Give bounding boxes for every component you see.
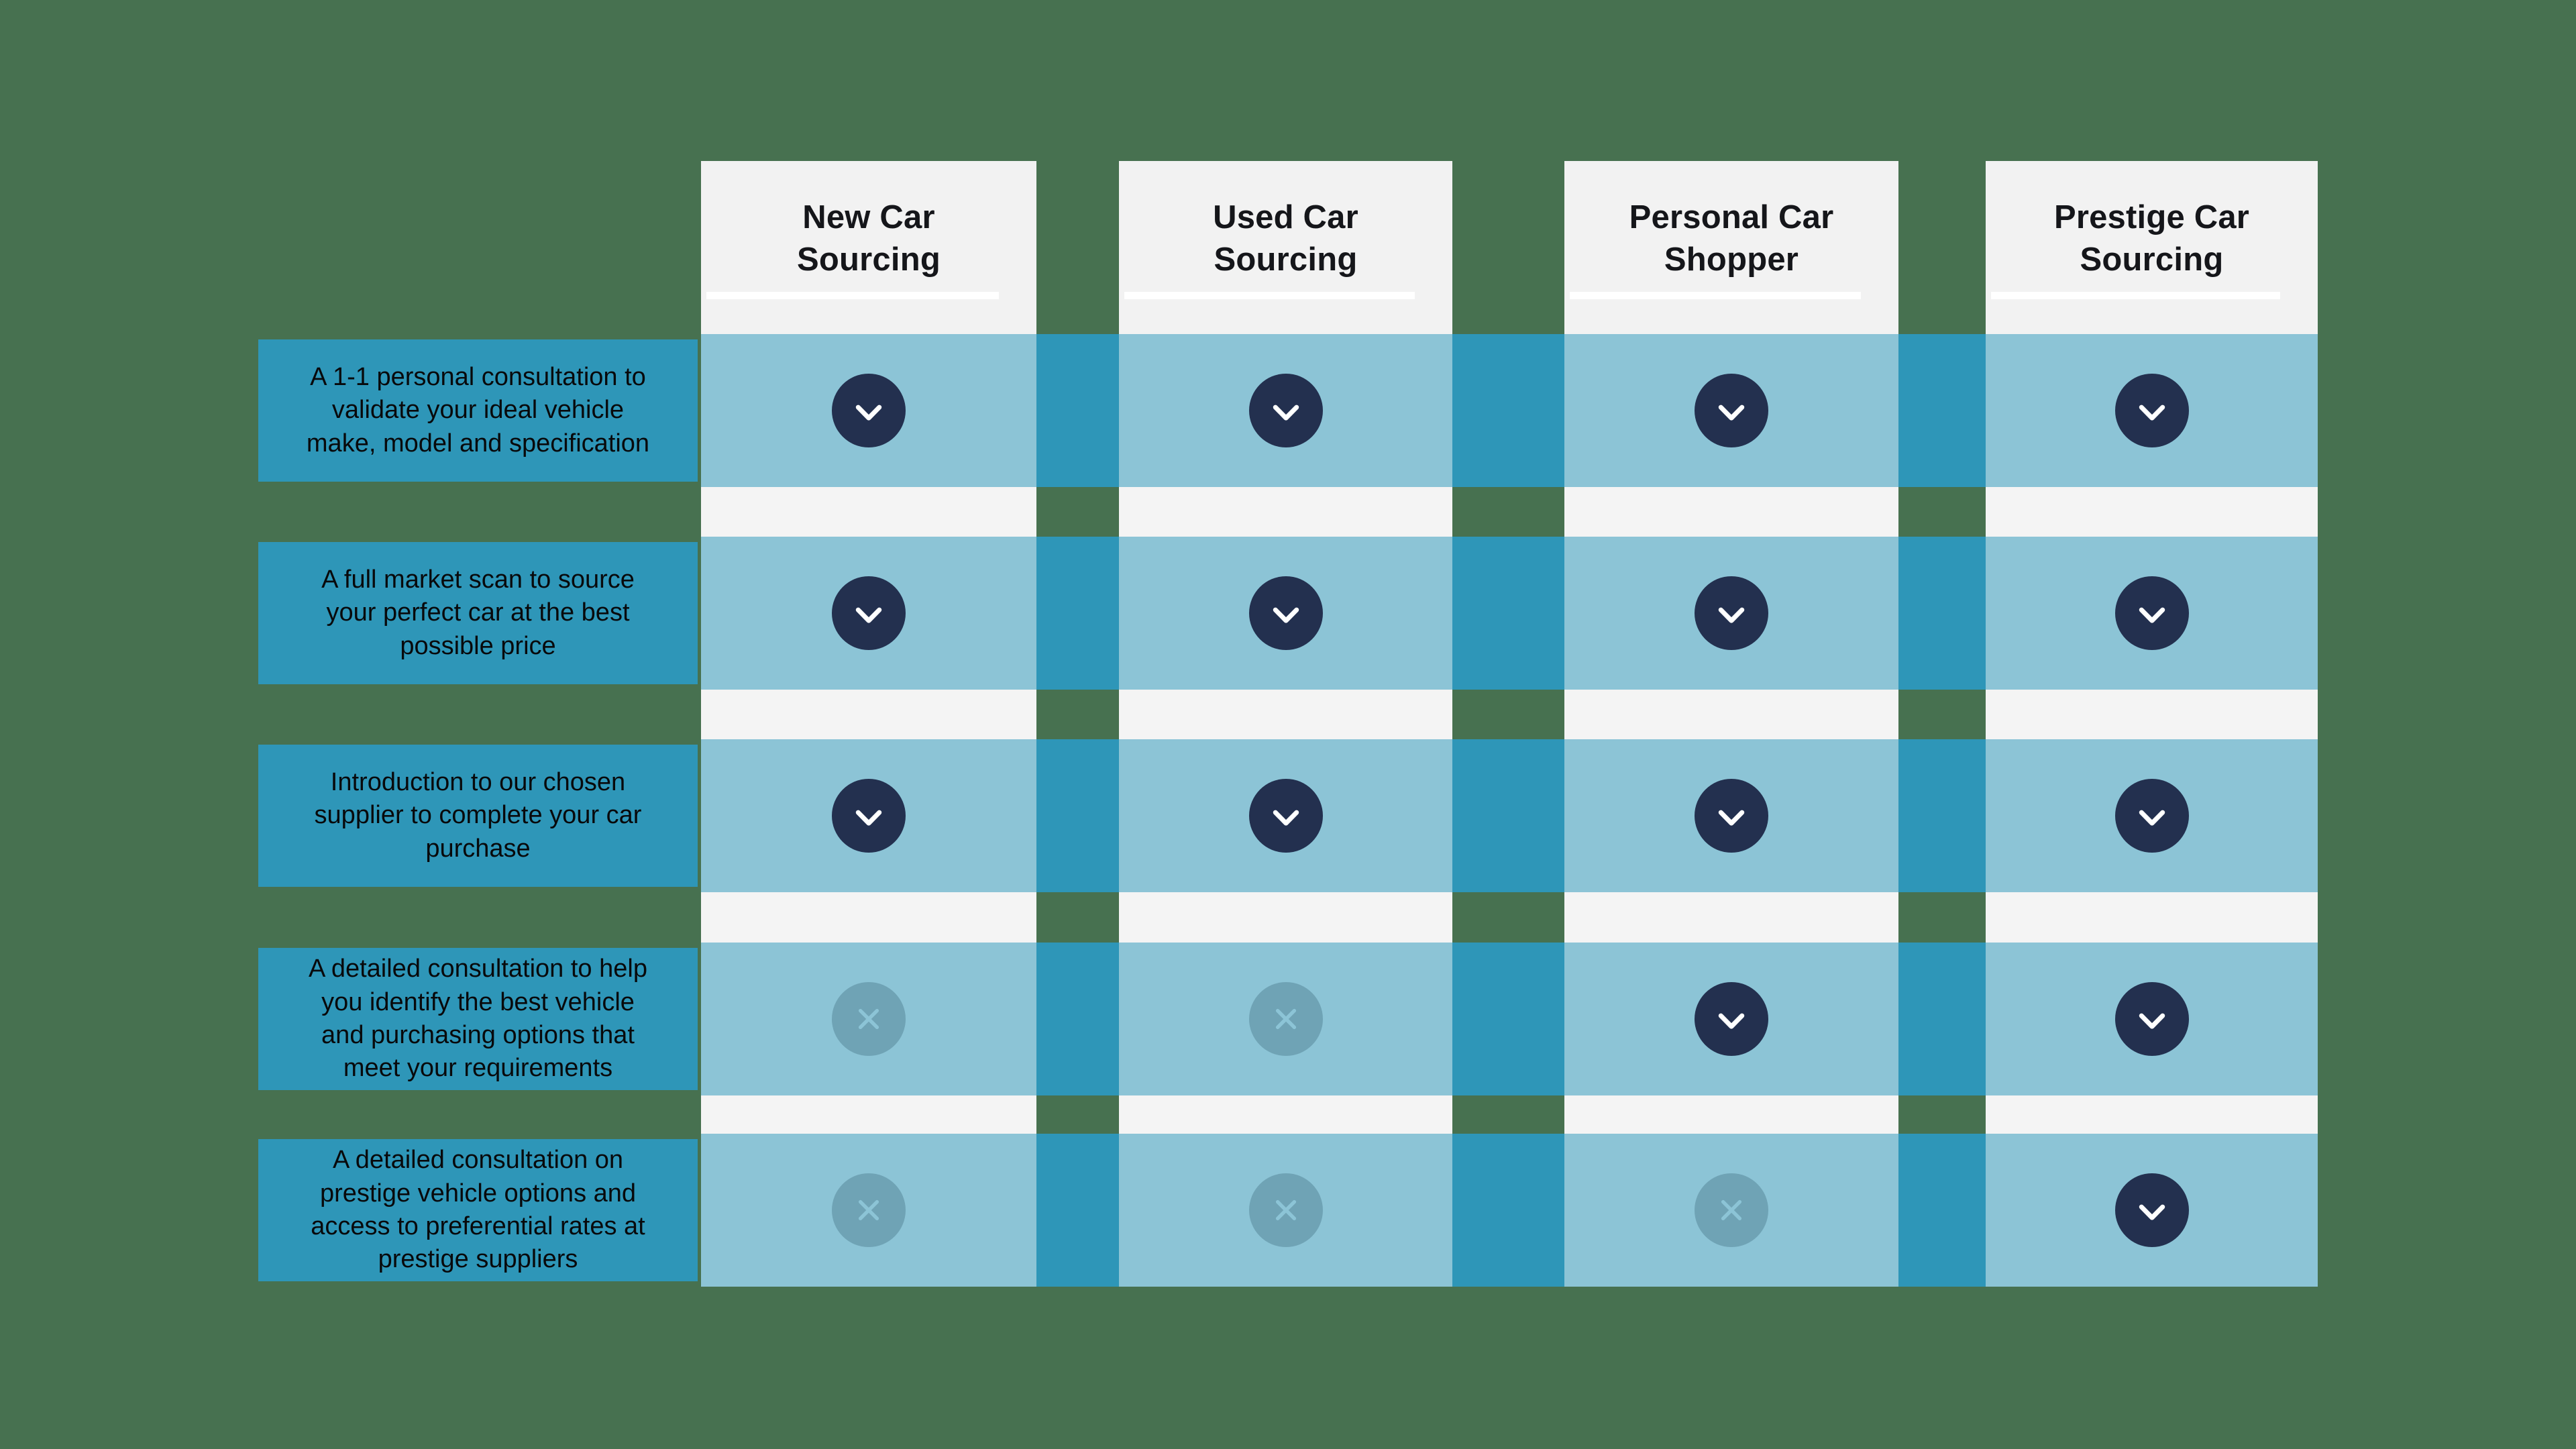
cell-prestige-consultation-rates-prestige-car-sourcing[interactable] <box>2114 1173 2189 1247</box>
column-header-used-car-sourcing[interactable]: Used Car Sourcing <box>1119 161 1452 334</box>
column-gap-inter-row <box>1452 892 1564 943</box>
column-header-underline <box>1124 292 1415 299</box>
column-header-personal-car-shopper[interactable]: Personal Car Shopper <box>1564 161 1898 334</box>
column-header-underline <box>1570 292 1861 299</box>
row-label-text: A detailed consultation on prestige vehi… <box>311 1146 645 1274</box>
check-icon <box>1695 374 1768 447</box>
check-icon <box>2114 982 2189 1056</box>
column-gap-strip <box>1452 537 1564 690</box>
column-gap-strip <box>1452 1134 1564 1287</box>
check-icon <box>2114 374 2189 447</box>
column-header-title: Personal Car Shopper <box>1629 199 1834 278</box>
cell-full-market-scan-used-car-sourcing[interactable] <box>1248 576 1323 650</box>
cell-prestige-consultation-rates-new-car-sourcing[interactable] <box>832 1173 906 1247</box>
cell-prestige-consultation-rates-used-car-sourcing[interactable] <box>1248 1173 1323 1247</box>
row-label-supplier-introduction: Introduction to our chosen supplier to c… <box>258 745 698 887</box>
check-icon <box>1695 779 1768 853</box>
column-gap-inter-row <box>1898 487 1986 537</box>
row-label-text: Introduction to our chosen supplier to c… <box>314 767 642 863</box>
cell-consultation-validate-vehicle-new-car-sourcing[interactable] <box>832 374 906 447</box>
check-icon <box>2114 779 2189 853</box>
cell-full-market-scan-personal-car-shopper[interactable] <box>1695 576 1768 650</box>
cell-supplier-introduction-used-car-sourcing[interactable] <box>1248 779 1323 853</box>
check-icon <box>1695 982 1768 1056</box>
check-icon <box>1248 779 1323 853</box>
row-label-prestige-consultation-rates: A detailed consultation on prestige vehi… <box>258 1139 698 1281</box>
column-header-underline <box>1991 292 2280 299</box>
check-icon <box>832 374 906 447</box>
cross-icon <box>832 1173 906 1247</box>
column-header-underline <box>706 292 999 299</box>
column-gap-strip <box>1452 943 1564 1095</box>
cross-icon <box>832 982 906 1056</box>
cell-supplier-introduction-new-car-sourcing[interactable] <box>832 779 906 853</box>
check-icon <box>832 779 906 853</box>
check-icon <box>1248 576 1323 650</box>
column-gap-strip <box>1452 739 1564 892</box>
cell-prestige-consultation-rates-personal-car-shopper[interactable] <box>1695 1173 1768 1247</box>
column-gap-inter-row <box>1898 1095 1986 1134</box>
column-header-title: Used Car Sourcing <box>1213 199 1358 278</box>
column-gap-strip <box>1036 537 1119 690</box>
column-gap-inter-row <box>1452 690 1564 739</box>
column-gap-inter-row <box>1036 892 1119 943</box>
column-gap-strip <box>1898 334 1986 487</box>
column-gap-strip <box>1036 739 1119 892</box>
column-gap-header <box>1898 161 1986 334</box>
column-gap-inter-row <box>1452 1095 1564 1134</box>
cell-full-market-scan-prestige-car-sourcing[interactable] <box>2114 576 2189 650</box>
cell-full-market-scan-new-car-sourcing[interactable] <box>832 576 906 650</box>
column-gap-strip <box>1452 334 1564 487</box>
column-header-title: New Car Sourcing <box>797 199 941 278</box>
column-header-title: Prestige Car Sourcing <box>2053 199 2250 278</box>
column-gap-strip <box>1898 537 1986 690</box>
column-gap-strip <box>1036 1134 1119 1287</box>
column-gap-strip <box>1036 943 1119 1095</box>
column-gap-strip <box>1898 739 1986 892</box>
column-gap-inter-row <box>1452 487 1564 537</box>
cell-supplier-introduction-personal-car-shopper[interactable] <box>1695 779 1768 853</box>
column-gap-inter-row <box>1036 690 1119 739</box>
cell-consultation-validate-vehicle-used-car-sourcing[interactable] <box>1248 374 1323 447</box>
column-gap-header <box>1452 161 1564 334</box>
column-gap-strip <box>1036 334 1119 487</box>
check-icon <box>2114 576 2189 650</box>
column-gap-inter-row <box>1036 1095 1119 1134</box>
row-label-text: A full market scan to source your perfec… <box>321 565 635 660</box>
cell-supplier-introduction-prestige-car-sourcing[interactable] <box>2114 779 2189 853</box>
cell-detailed-consultation-options-prestige-car-sourcing[interactable] <box>2114 982 2189 1056</box>
cell-detailed-consultation-options-personal-car-shopper[interactable] <box>1695 982 1768 1056</box>
cell-detailed-consultation-options-new-car-sourcing[interactable] <box>832 982 906 1056</box>
column-gap-inter-row <box>1898 690 1986 739</box>
cross-icon <box>1248 1173 1323 1247</box>
cross-icon <box>1248 982 1323 1056</box>
cell-detailed-consultation-options-used-car-sourcing[interactable] <box>1248 982 1323 1056</box>
column-gap-strip <box>1898 943 1986 1095</box>
cross-icon <box>1695 1173 1768 1247</box>
row-label-text: A 1-1 personal consultation to validate … <box>306 362 650 458</box>
check-icon <box>1248 374 1323 447</box>
row-label-consultation-validate-vehicle: A 1-1 personal consultation to validate … <box>258 339 698 482</box>
check-icon <box>2114 1173 2189 1247</box>
column-gap-strip <box>1898 1134 1986 1287</box>
row-label-text: A detailed consultation to help you iden… <box>309 955 647 1083</box>
cell-consultation-validate-vehicle-personal-car-shopper[interactable] <box>1695 374 1768 447</box>
cell-consultation-validate-vehicle-prestige-car-sourcing[interactable] <box>2114 374 2189 447</box>
check-icon <box>1695 576 1768 650</box>
column-gap-header <box>1036 161 1119 334</box>
row-label-detailed-consultation-options: A detailed consultation to help you iden… <box>258 948 698 1090</box>
column-gap-inter-row <box>1898 892 1986 943</box>
column-header-prestige-car-sourcing[interactable]: Prestige Car Sourcing <box>1986 161 2318 334</box>
column-gap-inter-row <box>1036 487 1119 537</box>
check-icon <box>832 576 906 650</box>
row-label-full-market-scan: A full market scan to source your perfec… <box>258 542 698 684</box>
column-header-new-car-sourcing[interactable]: New Car Sourcing <box>701 161 1036 334</box>
